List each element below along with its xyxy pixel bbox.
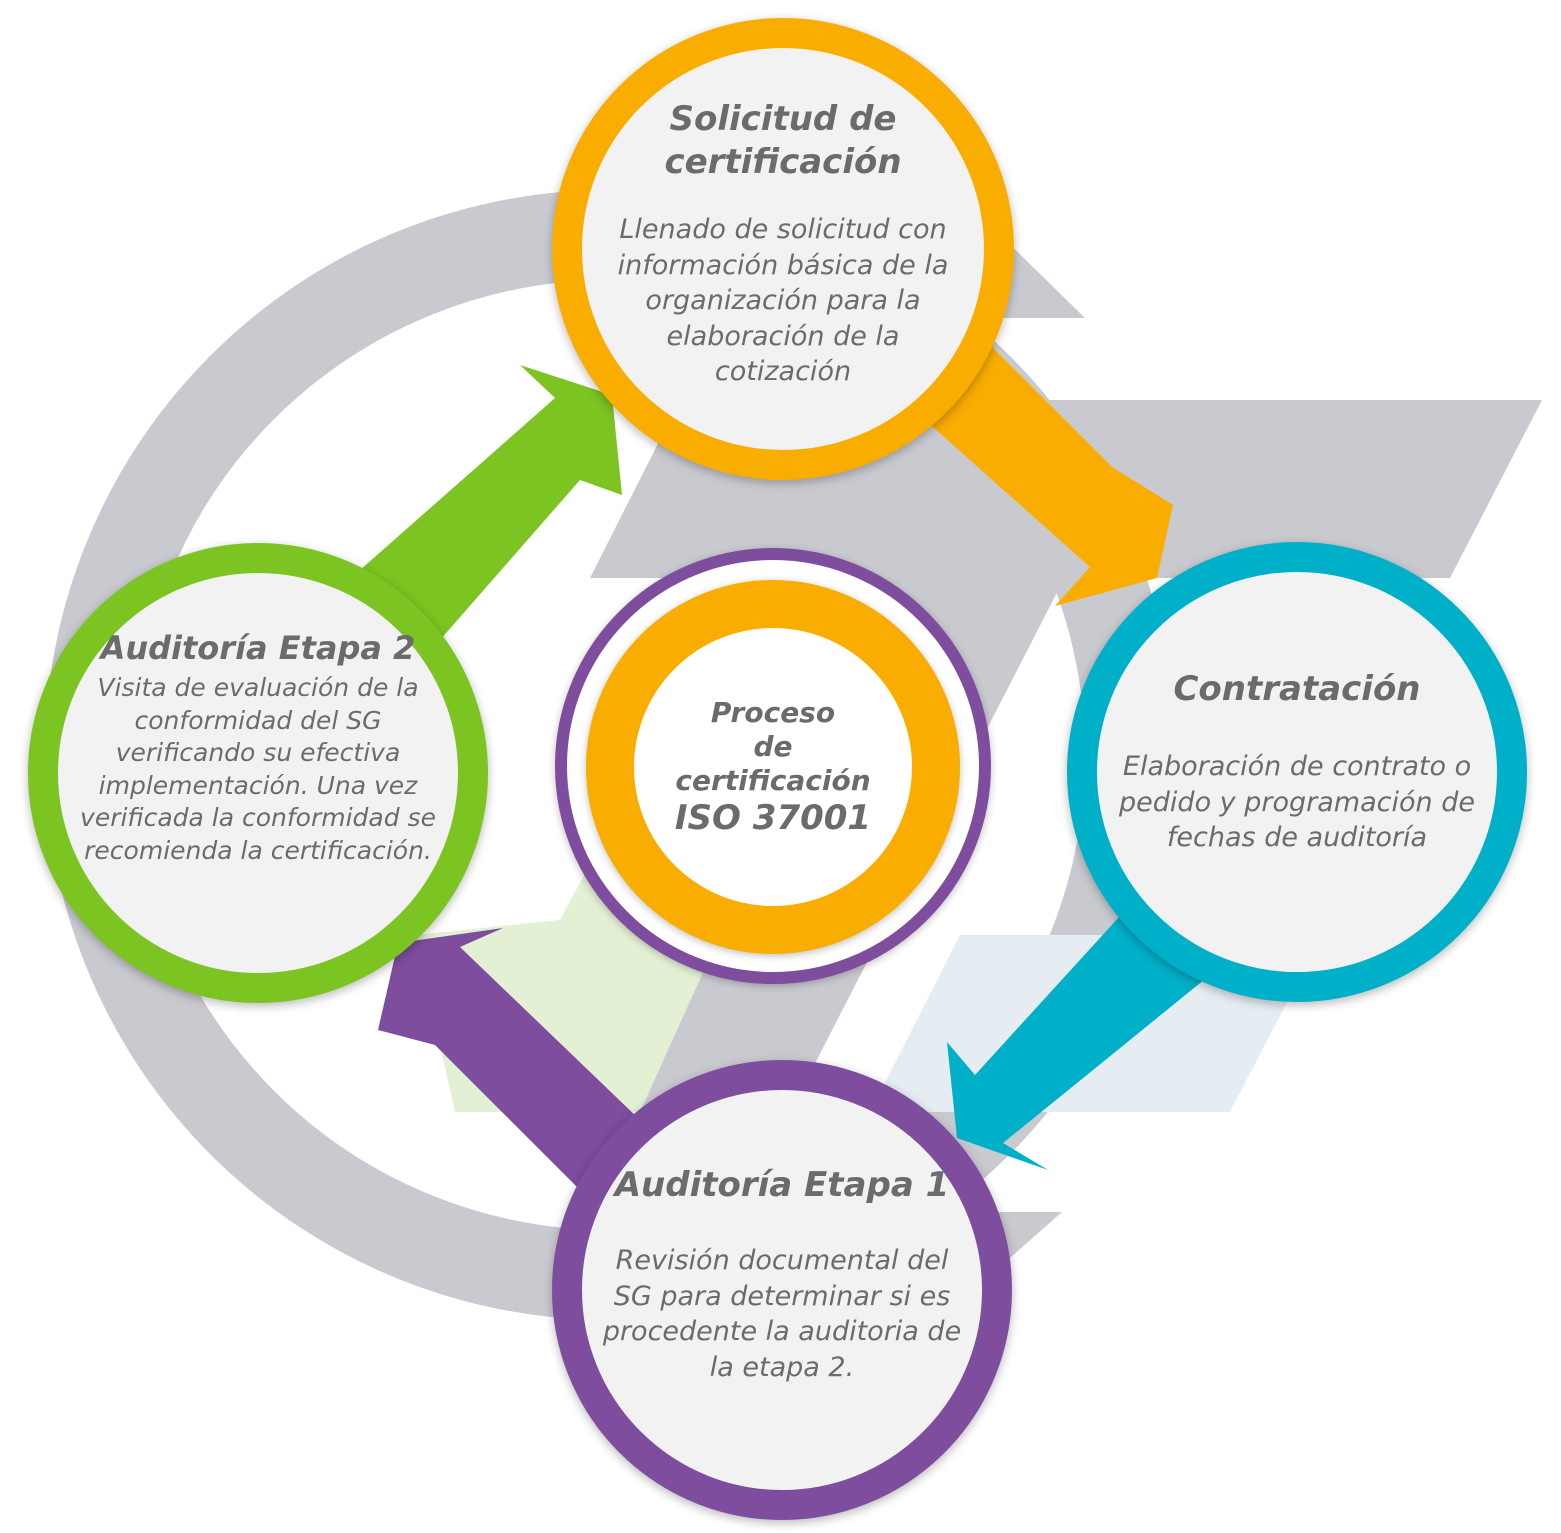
node-solicitud: Solicitud de certificación Llenado de so… — [552, 18, 1014, 480]
node-etapa2-description: Visita de evaluación de la conformidad d… — [80, 673, 436, 865]
node-etapa1: Auditoría Etapa 1 Revisión documental de… — [552, 1060, 1012, 1520]
arrow-etapa2-to-solicitud — [360, 365, 622, 640]
center-node: Proceso de certificación ISO 37001 — [586, 580, 960, 954]
node-contratacion: Contratación Elaboración de contrato o p… — [1067, 542, 1527, 1002]
center-line-2: de — [753, 730, 793, 763]
node-etapa2: Auditoría Etapa 2 Visita de evaluación d… — [28, 543, 488, 1003]
center-line-4: ISO 37001 — [674, 798, 872, 838]
arrow-contratacion-to-etapa1 — [947, 905, 1210, 1170]
node-contratacion-description: Elaboración de contrato o pedido y progr… — [1119, 751, 1475, 854]
node-solicitud-title: Solicitud de certificación — [664, 99, 902, 183]
node-etapa1-description: Revisión documental del SG para determin… — [602, 1245, 962, 1383]
node-etapa2-title: Auditoría Etapa 2 — [100, 629, 416, 667]
center-line-3: certificación — [675, 764, 871, 797]
center-line-1: Proceso — [710, 696, 836, 729]
node-solicitud-description: Llenado de solicitud con información bás… — [617, 214, 949, 388]
node-contratacion-title: Contratación — [1173, 669, 1421, 710]
node-etapa1-title: Auditoría Etapa 1 — [614, 1165, 950, 1205]
